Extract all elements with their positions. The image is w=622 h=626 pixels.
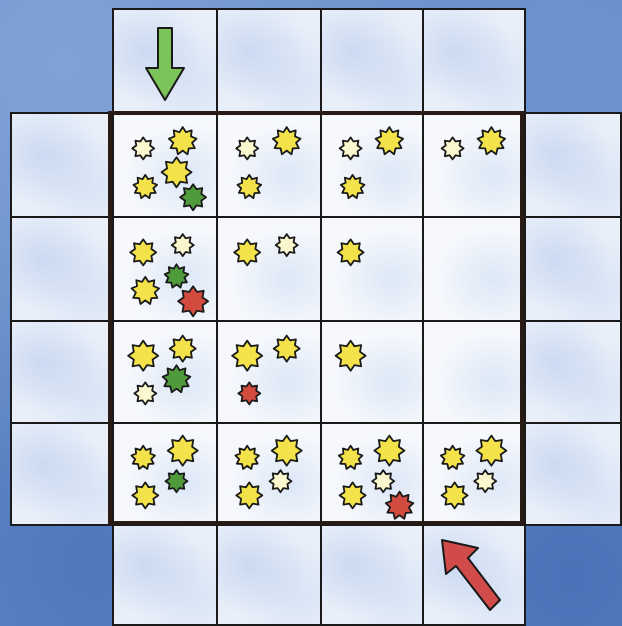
yellow-star-icon <box>128 341 158 371</box>
red-star-icon <box>238 382 260 404</box>
red-star-icon <box>386 492 414 519</box>
yellow-star-icon <box>236 482 262 508</box>
yellow-star-icon <box>372 470 394 492</box>
yellow-star-icon <box>374 436 404 466</box>
yellow-star-icon <box>340 137 362 159</box>
yellow-star-icon <box>341 175 365 198</box>
yellow-star-icon <box>236 137 258 159</box>
yellow-star-icon <box>272 436 302 466</box>
yellow-star-icon <box>338 239 364 265</box>
yellow-star-icon <box>172 234 194 256</box>
yellow-star-icon <box>336 341 366 371</box>
green-star-icon <box>163 365 191 392</box>
yellow-star-icon <box>270 470 292 492</box>
yellow-star-icon <box>476 436 506 466</box>
red-star-icon <box>178 286 208 316</box>
yellow-star-icon <box>169 127 197 154</box>
yellow-star-icon <box>276 234 298 256</box>
yellow-star-icon <box>130 239 156 265</box>
green-star-icon <box>180 184 206 210</box>
yellow-star-icon <box>340 482 366 508</box>
yellow-star-icon <box>162 157 192 187</box>
yellow-star-icon <box>234 239 260 265</box>
yellow-star-icon <box>376 127 404 154</box>
yellow-star-icon <box>441 446 465 469</box>
red-arrow-icon <box>442 540 500 610</box>
yellow-star-icon <box>274 336 300 362</box>
yellow-star-icon <box>132 137 154 159</box>
yellow-star-icon <box>134 382 156 404</box>
yellow-star-icon <box>474 470 496 492</box>
green-star-icon <box>165 264 189 287</box>
yellow-star-icon <box>132 277 160 304</box>
yellow-star-icon <box>339 446 363 469</box>
green-arrow-icon <box>146 28 184 100</box>
yellow-star-icon <box>134 175 158 198</box>
yellow-star-icon <box>132 482 158 508</box>
yellow-star-icon <box>442 137 464 159</box>
yellow-star-icon <box>168 436 198 466</box>
yellow-star-icon <box>232 341 262 371</box>
yellow-star-icon <box>273 127 301 154</box>
yellow-star-icon <box>131 446 155 469</box>
yellow-star-icon <box>442 482 468 508</box>
green-star-icon <box>166 470 188 492</box>
yellow-star-icon <box>478 127 506 154</box>
yellow-star-icon <box>238 175 262 198</box>
yellow-star-icon <box>170 336 196 362</box>
yellow-star-icon <box>235 446 259 469</box>
